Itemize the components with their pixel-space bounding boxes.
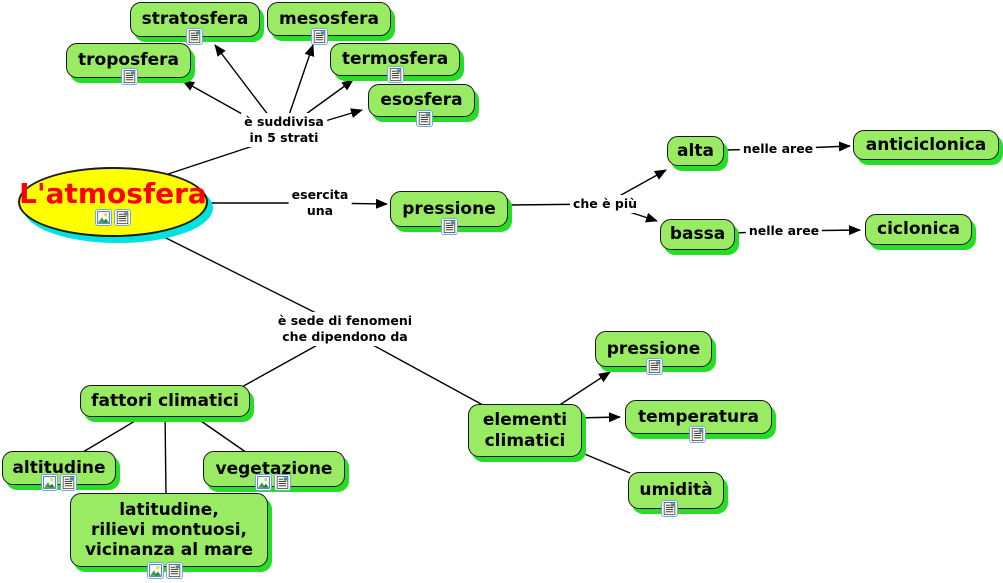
vegetazione-resources [255,474,291,491]
document-resource-icon[interactable] [311,28,328,45]
linking-phrase-nelle-aree-bassa: nelle aree [745,222,823,240]
root-node-atmosfera[interactable]: L'atmosfera [18,167,208,237]
node-mesosfera[interactable]: mesosfera [267,2,391,36]
node-elementi-climatici[interactable]: elementi climatici [468,404,582,457]
node-fattori-climatici[interactable]: fattori climatici [80,385,250,417]
image-resource-icon[interactable] [255,474,272,491]
node-termosfera[interactable]: termosfera [330,43,460,76]
node-altitudine[interactable]: altitudine [2,451,116,485]
node-bassa[interactable]: bassa [660,219,735,250]
node-ciclonica[interactable]: ciclonica [865,214,972,245]
troposfera-resources [121,68,138,85]
document-resource-icon[interactable] [646,358,663,375]
document-resource-icon[interactable] [274,474,291,491]
umidita-resources [661,500,678,517]
document-resource-icon[interactable] [166,562,183,579]
document-resource-icon[interactable] [186,28,203,45]
altitudine-resources [41,474,77,491]
esosfera-resources [416,110,433,127]
node-vegetazione[interactable]: vegetazione [203,451,345,487]
pressione-elemento-resources [646,358,663,375]
termosfera-resources [387,66,404,83]
document-resource-icon[interactable] [689,426,706,443]
stratosfera-resources [186,28,203,45]
node-alta[interactable]: alta [667,136,724,166]
mesosfera-resources [311,28,328,45]
root-node-label: L'atmosfera [19,177,207,210]
linking-phrase-esercita: esercita una [288,186,352,220]
document-resource-icon[interactable] [416,110,433,127]
image-resource-icon[interactable] [147,562,164,579]
document-resource-icon[interactable] [387,66,404,83]
linking-phrase-e-sede: è sede di fenomeni che dipendono da [274,312,416,346]
pressione-resources [441,218,458,235]
node-latitudine-rilievi-vicinanza[interactable]: latitudine, rilievi montuosi, vicinanza … [70,493,268,567]
image-resource-icon[interactable] [95,209,112,226]
document-resource-icon[interactable] [60,474,77,491]
linking-phrase-suddivisa: è suddivisa in 5 strati [241,113,327,147]
temperatura-resources [689,426,706,443]
document-resource-icon[interactable] [441,218,458,235]
linking-phrase-che-e-piu: che è più [569,195,641,213]
document-resource-icon[interactable] [661,500,678,517]
image-resource-icon[interactable] [41,474,58,491]
linking-phrase-nelle-aree-alta: nelle aree [739,140,817,158]
document-resource-icon[interactable] [121,68,138,85]
latitudine-resources [147,562,183,579]
document-resource-icon[interactable] [114,209,131,226]
node-anticiclonica[interactable]: anticiclonica [853,130,999,160]
